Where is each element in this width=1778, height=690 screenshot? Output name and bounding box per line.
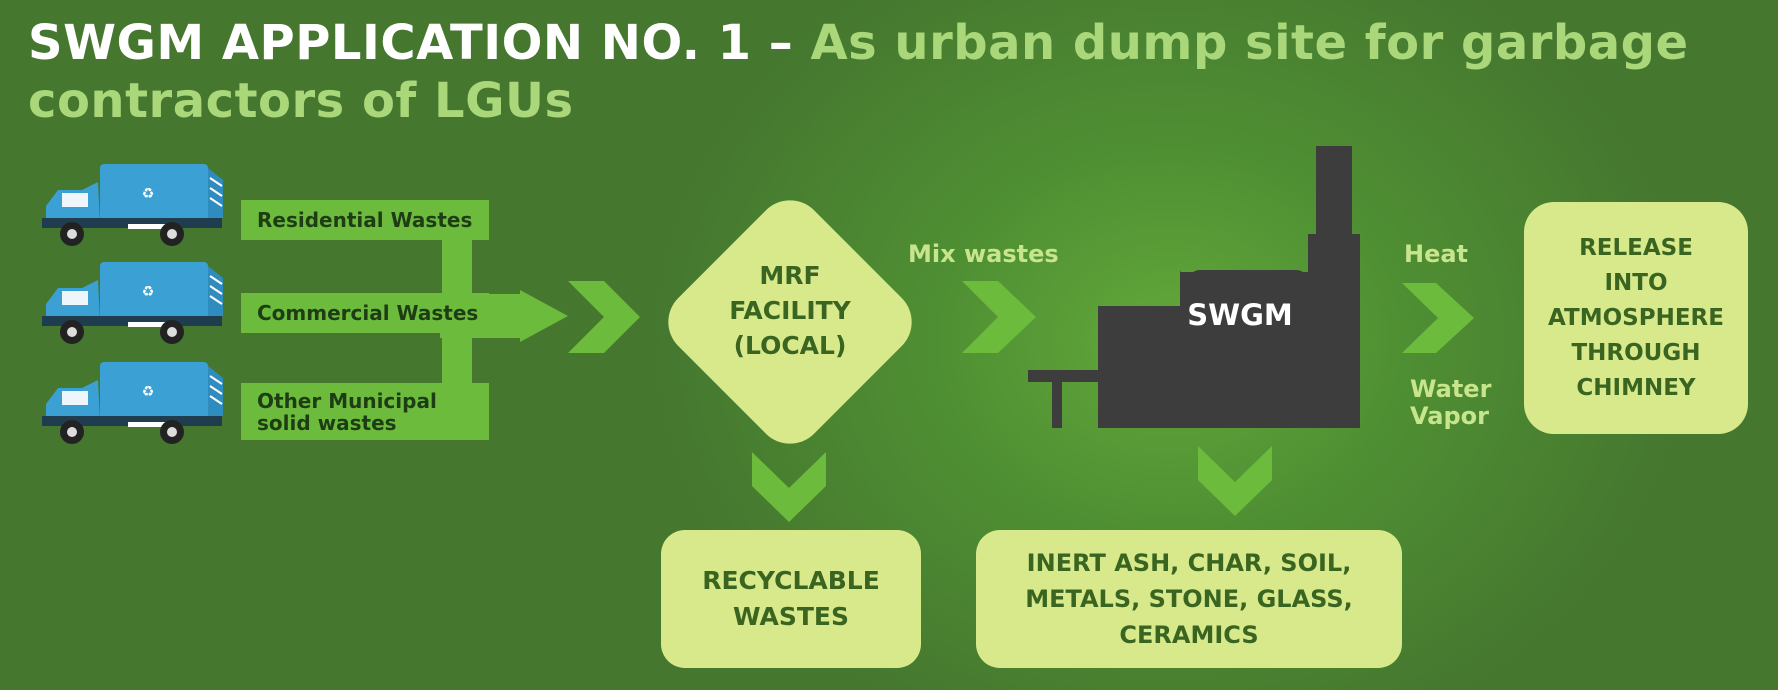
svg-text:♻: ♻ — [142, 186, 155, 202]
svg-text:♻: ♻ — [142, 284, 155, 300]
residential-wastes-text: Residential Wastes — [257, 208, 473, 232]
title-part2: As urban dump site for garbage contracto… — [28, 15, 1689, 129]
release-line5: CHIMNEY — [1576, 374, 1696, 401]
title-part1: SWGM APPLICATION NO. 1 – — [28, 15, 794, 71]
water-vapor-label: Water Vapor — [1410, 376, 1491, 430]
residue-line1: INERT ASH, CHAR, SOIL, — [1026, 549, 1352, 577]
mix-wastes-label: Mix wastes — [908, 240, 1059, 268]
recyclable-wastes-box: RECYCLABLE WASTES — [661, 530, 921, 668]
furnace-plant-icon — [1028, 146, 1360, 428]
garbage-truck-icon: ♻ — [42, 362, 223, 444]
garbage-truck-icon: ♻ — [42, 262, 223, 344]
garbage-truck-icon: ♻ — [42, 164, 223, 246]
release-atmosphere-box: RELEASE INTO ATMOSPHERE THROUGH CHIMNEY — [1524, 202, 1748, 434]
mrf-facility-diamond — [668, 200, 912, 444]
release-line3: ATMOSPHERE — [1548, 304, 1724, 331]
chevron-down-icon — [1198, 446, 1272, 516]
mrf-facility-label: MRF FACILITY (LOCAL) — [650, 258, 930, 363]
chevron-right-icon — [568, 281, 640, 353]
chevron-right-icon — [962, 281, 1036, 353]
heat-label: Heat — [1404, 240, 1469, 268]
recyclable-line1: RECYCLABLE — [702, 566, 880, 595]
mrf-line3: (LOCAL) — [733, 331, 847, 360]
residue-line2: METALS, STONE, GLASS, — [1025, 585, 1353, 613]
commercial-wastes-text: Commercial Wastes — [257, 301, 479, 325]
residential-wastes-label: Residential Wastes — [241, 200, 489, 240]
chevron-down-icon — [752, 452, 826, 522]
residue-box: INERT ASH, CHAR, SOIL, METALS, STONE, GL… — [976, 530, 1402, 668]
release-line4: THROUGH — [1571, 339, 1701, 366]
mrf-line2: FACILITY — [729, 296, 851, 325]
residue-line3: CERAMICS — [1119, 621, 1259, 649]
chevron-right-icon — [1402, 283, 1474, 353]
mrf-line1: MRF — [759, 261, 821, 290]
swgm-label: SWGM — [1187, 298, 1293, 332]
release-line1: RELEASE — [1579, 234, 1693, 261]
recyclable-line2: WASTES — [733, 602, 849, 631]
release-line2: INTO — [1604, 269, 1668, 296]
water-vapor-line2: Vapor — [1410, 402, 1489, 430]
page-title: SWGM APPLICATION NO. 1 – As urban dump s… — [28, 14, 1748, 130]
water-vapor-line1: Water — [1410, 375, 1492, 403]
other-municipal-line2: solid wastes — [257, 410, 397, 435]
other-municipal-line1: Other Municipal — [257, 388, 437, 413]
svg-text:♻: ♻ — [142, 384, 155, 400]
commercial-wastes-label: Commercial Wastes — [241, 293, 489, 333]
other-municipal-wastes-label: Other Municipal solid wastes — [241, 383, 489, 440]
